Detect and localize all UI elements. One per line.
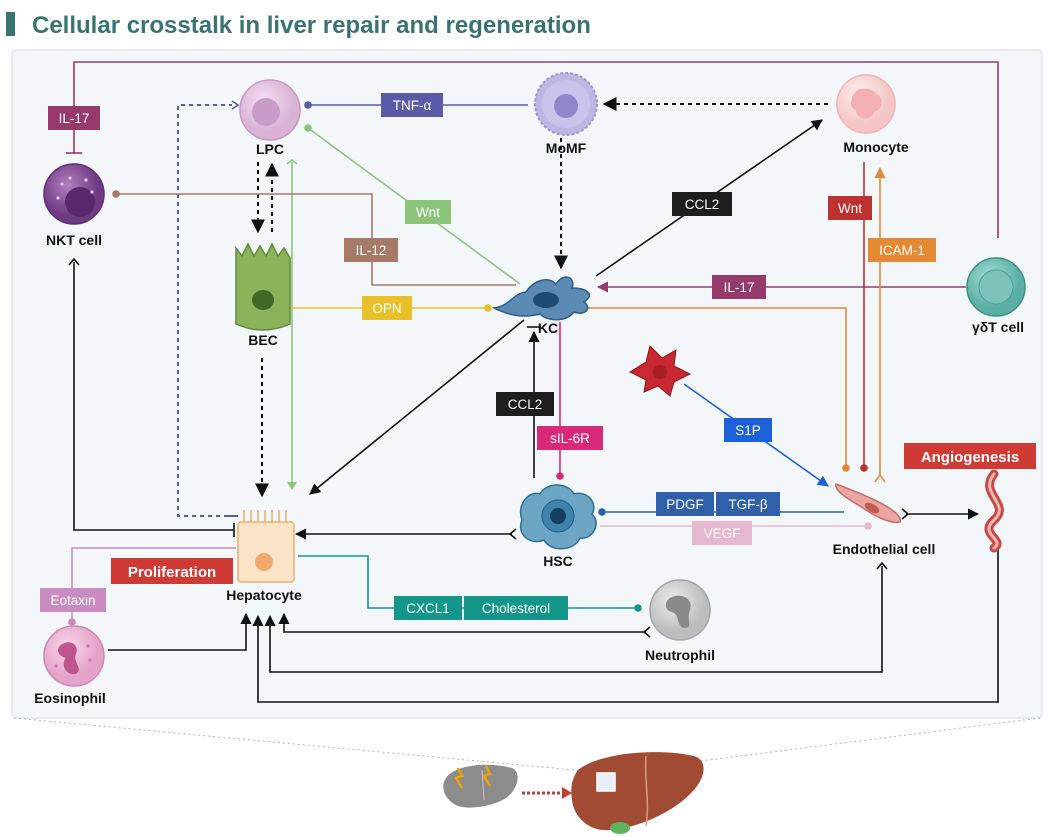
angiogenesis-tag: Angiogenesis — [904, 443, 1036, 469]
injured-liver-icon — [443, 764, 518, 808]
vessel-icon — [984, 469, 1004, 553]
hep-lpc-purple-path — [177, 100, 240, 517]
hsc-label: HSC — [543, 553, 573, 569]
endo-hep-path — [264, 561, 888, 673]
cxcl1-signal: CXCL1 — [394, 596, 462, 620]
svg-text:PDGF: PDGF — [666, 497, 704, 512]
svg-text:CXCL1: CXCL1 — [406, 601, 450, 616]
svg-text:Wnt: Wnt — [838, 201, 862, 216]
zoom-line-right — [613, 717, 1041, 773]
svg-text:CCL2: CCL2 — [685, 197, 720, 212]
svg-text:IL-17: IL-17 — [724, 280, 755, 295]
platelet-cell — [628, 345, 692, 397]
sil6r-signal: sIL-6R — [537, 426, 603, 450]
angio-hep-arrow — [252, 550, 999, 703]
svg-text:TGF-β: TGF-β — [728, 497, 767, 512]
tgfb-signal: TGF-β — [716, 492, 780, 516]
svg-text:Cholesterol: Cholesterol — [482, 601, 550, 616]
svg-text:Wnt: Wnt — [416, 205, 440, 220]
hepatocyte-cell — [237, 510, 295, 583]
nkt-cell — [43, 163, 105, 225]
endothelial-cell — [835, 483, 902, 524]
momf-label: MoMF — [546, 140, 587, 156]
s1p-signal: S1P — [724, 418, 772, 442]
zoom-square — [596, 772, 616, 792]
momf-cell — [534, 72, 598, 136]
hepatocyte-label: Hepatocyte — [226, 587, 302, 603]
title-bar-mark — [6, 12, 15, 36]
lpc-hep-green-path — [286, 158, 298, 490]
nkt-label: NKT cell — [46, 232, 102, 248]
momf-nucleus — [554, 94, 578, 118]
proliferation-tag: Proliferation — [111, 558, 233, 584]
healthy-liver-icon — [571, 752, 704, 834]
kc-endo-orange-path — [586, 307, 850, 472]
svg-text:IL-17: IL-17 — [59, 111, 90, 126]
gdt-cell — [966, 257, 1026, 317]
bec-label: BEC — [248, 332, 278, 348]
svg-text:IL-12: IL-12 — [356, 243, 387, 258]
cholesterol-signal: Cholesterol — [464, 596, 568, 620]
svg-text:OPN: OPN — [372, 301, 401, 316]
nkt-hep-path — [68, 257, 235, 537]
eosinophil-label: Eosinophil — [34, 690, 106, 706]
svg-text:Angiogenesis: Angiogenesis — [921, 449, 1019, 466]
neutrophil-cell — [649, 579, 711, 641]
lpc-nucleus — [252, 98, 280, 126]
kc-cell — [491, 276, 590, 321]
svg-text:Proliferation: Proliferation — [128, 564, 216, 581]
bec-cell — [235, 242, 291, 331]
pdgf-signal: PDGF — [656, 492, 714, 516]
eosinophil-cell — [43, 625, 105, 687]
lpc-cell — [239, 79, 301, 141]
svg-text:Eotaxin: Eotaxin — [50, 593, 95, 608]
opn-signal: OPN — [362, 296, 412, 320]
monocyte-label: Monocyte — [843, 139, 909, 155]
il12-signal: IL-12 — [344, 238, 398, 262]
svg-text:sIL-6R: sIL-6R — [550, 431, 590, 446]
icam1-signal: ICAM-1 — [868, 238, 936, 262]
endothelial-label: Endothelial cell — [833, 541, 936, 557]
hsc-hep-path — [294, 528, 517, 540]
neut-hep-path — [278, 612, 651, 638]
tnfa-signal: TNF-α — [381, 93, 443, 117]
svg-text:TNF-α: TNF-α — [393, 98, 432, 113]
lpc-label: LPC — [256, 141, 284, 157]
wnt-green-signal: Wnt — [405, 200, 451, 224]
svg-text:S1P: S1P — [735, 423, 761, 438]
il17-right-signal: IL-17 — [712, 275, 766, 299]
lightning-icon — [482, 765, 492, 787]
svg-text:CCL2: CCL2 — [508, 397, 543, 412]
svg-text:ICAM-1: ICAM-1 — [879, 243, 925, 258]
kc-label: KC — [538, 320, 558, 336]
kc-hep-arrow — [309, 319, 525, 495]
icam1-path — [874, 166, 886, 483]
page-title: Cellular crosstalk in liver repair and r… — [32, 12, 591, 39]
vegf-signal: VEGF — [692, 521, 752, 545]
neutrophil-label: Neutrophil — [645, 647, 715, 663]
svg-text:VEGF: VEGF — [704, 526, 741, 541]
zoom-line-left — [13, 717, 597, 773]
endo-angio-path — [901, 508, 980, 520]
ccl2-top-signal: CCL2 — [672, 192, 732, 216]
lightning-icon — [454, 767, 464, 789]
ccl2-bottom-signal: CCL2 — [496, 392, 554, 416]
eotaxin-signal: Eotaxin — [40, 588, 106, 612]
hsc-cell — [519, 484, 597, 550]
il17-top-signal: IL-17 — [48, 106, 100, 130]
regeneration-arrowhead — [562, 787, 572, 799]
gdt-label: γδT cell — [972, 319, 1024, 335]
wnt-red-signal: Wnt — [828, 196, 872, 220]
eos-hep-arrow — [108, 612, 252, 651]
monocyte-cell — [836, 74, 896, 134]
